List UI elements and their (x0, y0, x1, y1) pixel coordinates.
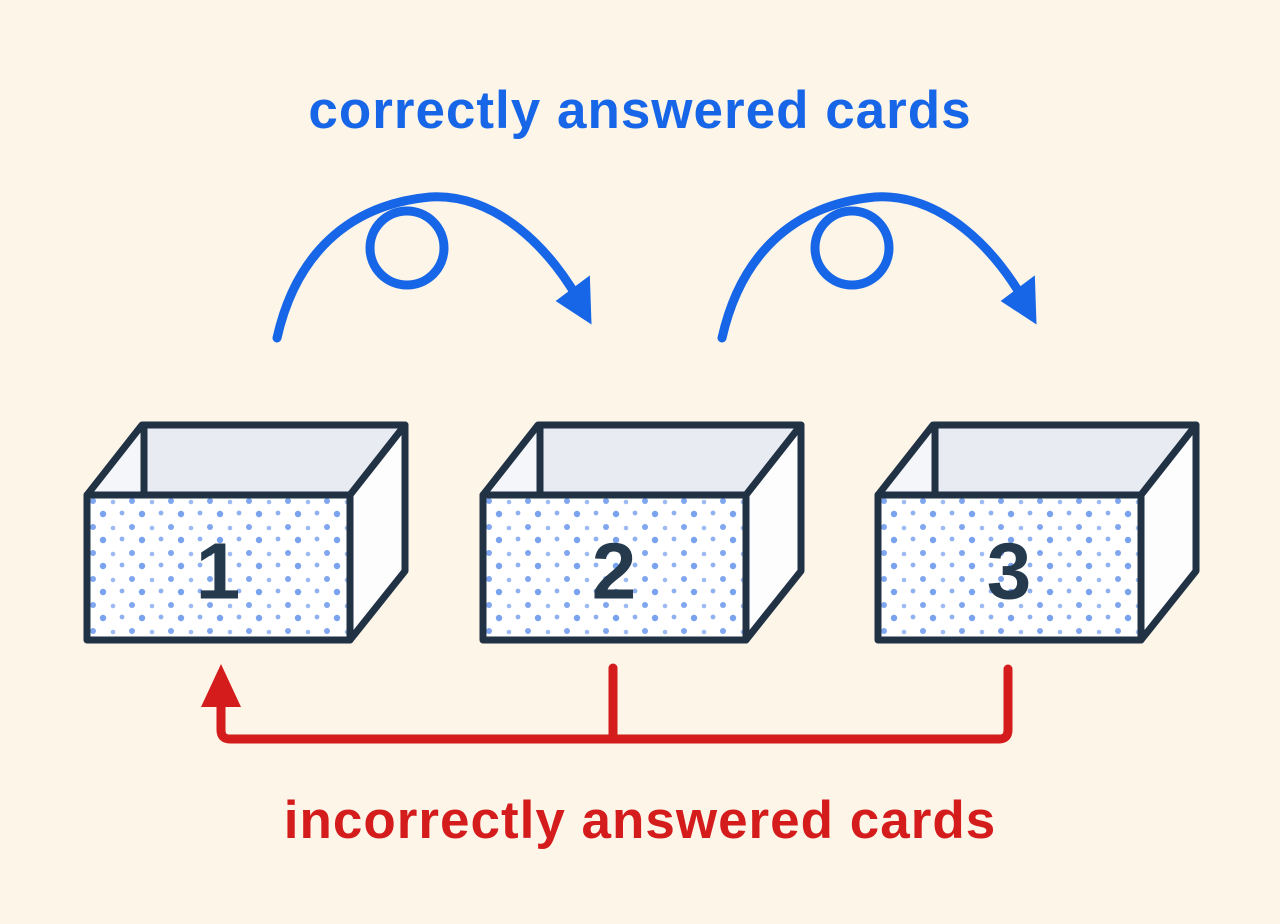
box-3-front-face (874, 491, 1145, 644)
loop-arrow-left-icon (272, 192, 592, 343)
box-2-number: 2 (592, 527, 637, 616)
return-arrowhead-icon (201, 664, 241, 707)
box-3: 3 (874, 421, 1200, 644)
box-2: 2 (479, 421, 805, 644)
box-2-inner-left-wall (479, 421, 544, 499)
return-arrow-icon (201, 663, 1013, 744)
correct-flow-label: correctly answered cards (308, 81, 971, 140)
box-1-number: 1 (196, 527, 241, 616)
box-1: 1 (83, 421, 409, 644)
box-1-inner-left-wall (83, 421, 148, 499)
box-1-front-face (83, 491, 354, 644)
incorrect-flow-label: incorrectly answered cards (284, 791, 996, 850)
box-3-number: 3 (987, 527, 1032, 616)
loop-arrow-right-icon (717, 192, 1037, 343)
box-2-front-face (479, 491, 750, 644)
box-3-inner-left-wall (874, 421, 939, 499)
